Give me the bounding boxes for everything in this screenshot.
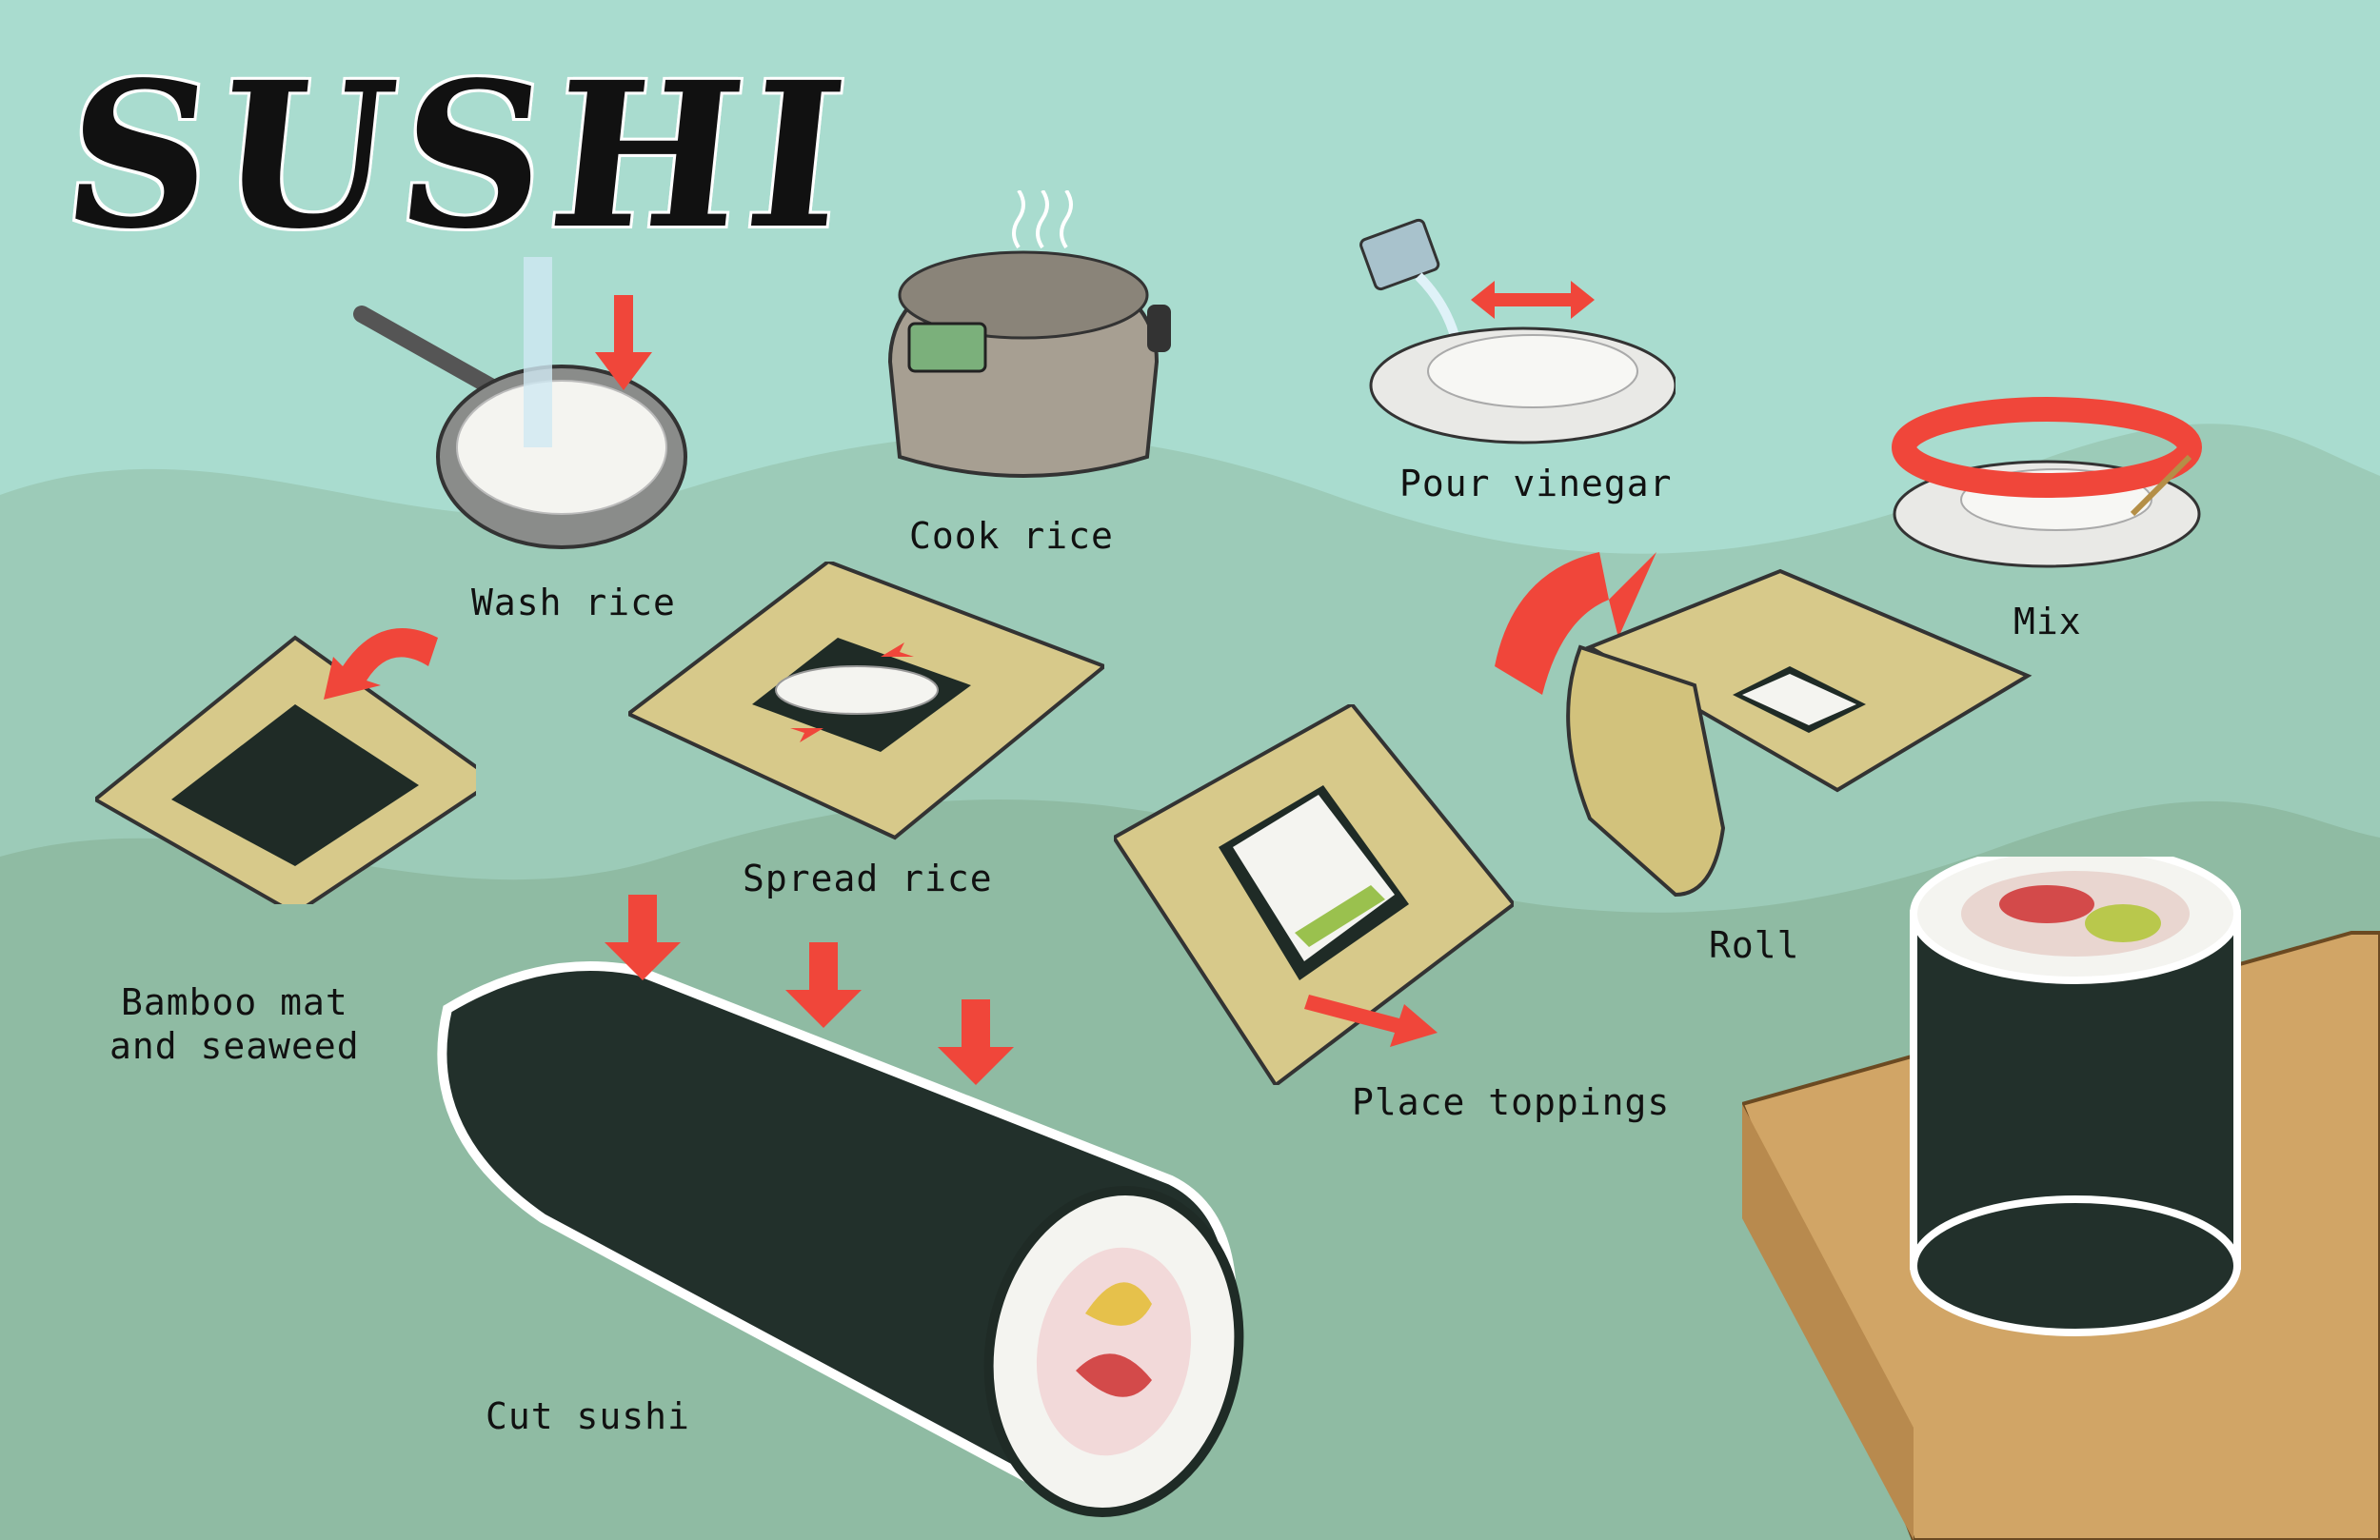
rice-cooker-illustration	[871, 190, 1176, 495]
final-sushi-illustration	[1742, 857, 2380, 1540]
step-label-cook-rice: Cook rice	[909, 514, 1114, 558]
bamboo-mat-illustration	[95, 590, 476, 904]
step-label-cut-sushi: Cut sushi	[486, 1394, 690, 1438]
strainer-illustration	[343, 257, 695, 571]
step-label-roll: Roll	[1709, 923, 1800, 967]
step-label-spread-rice: Spread rice	[743, 857, 993, 900]
step-label-bamboo-mat: Bamboo mat and seaweed	[109, 980, 360, 1068]
step-label-place-toppings: Place toppings	[1352, 1080, 1670, 1124]
step-label-wash-rice: Wash rice	[471, 581, 676, 624]
step-label-pour-vinegar: Pour vinegar	[1399, 462, 1673, 505]
step-label-mix: Mix	[2013, 600, 2082, 643]
page-title: SUSHI	[54, 38, 863, 273]
spread-rice-illustration	[628, 562, 1104, 847]
vinegar-plate-illustration	[1352, 209, 1676, 457]
